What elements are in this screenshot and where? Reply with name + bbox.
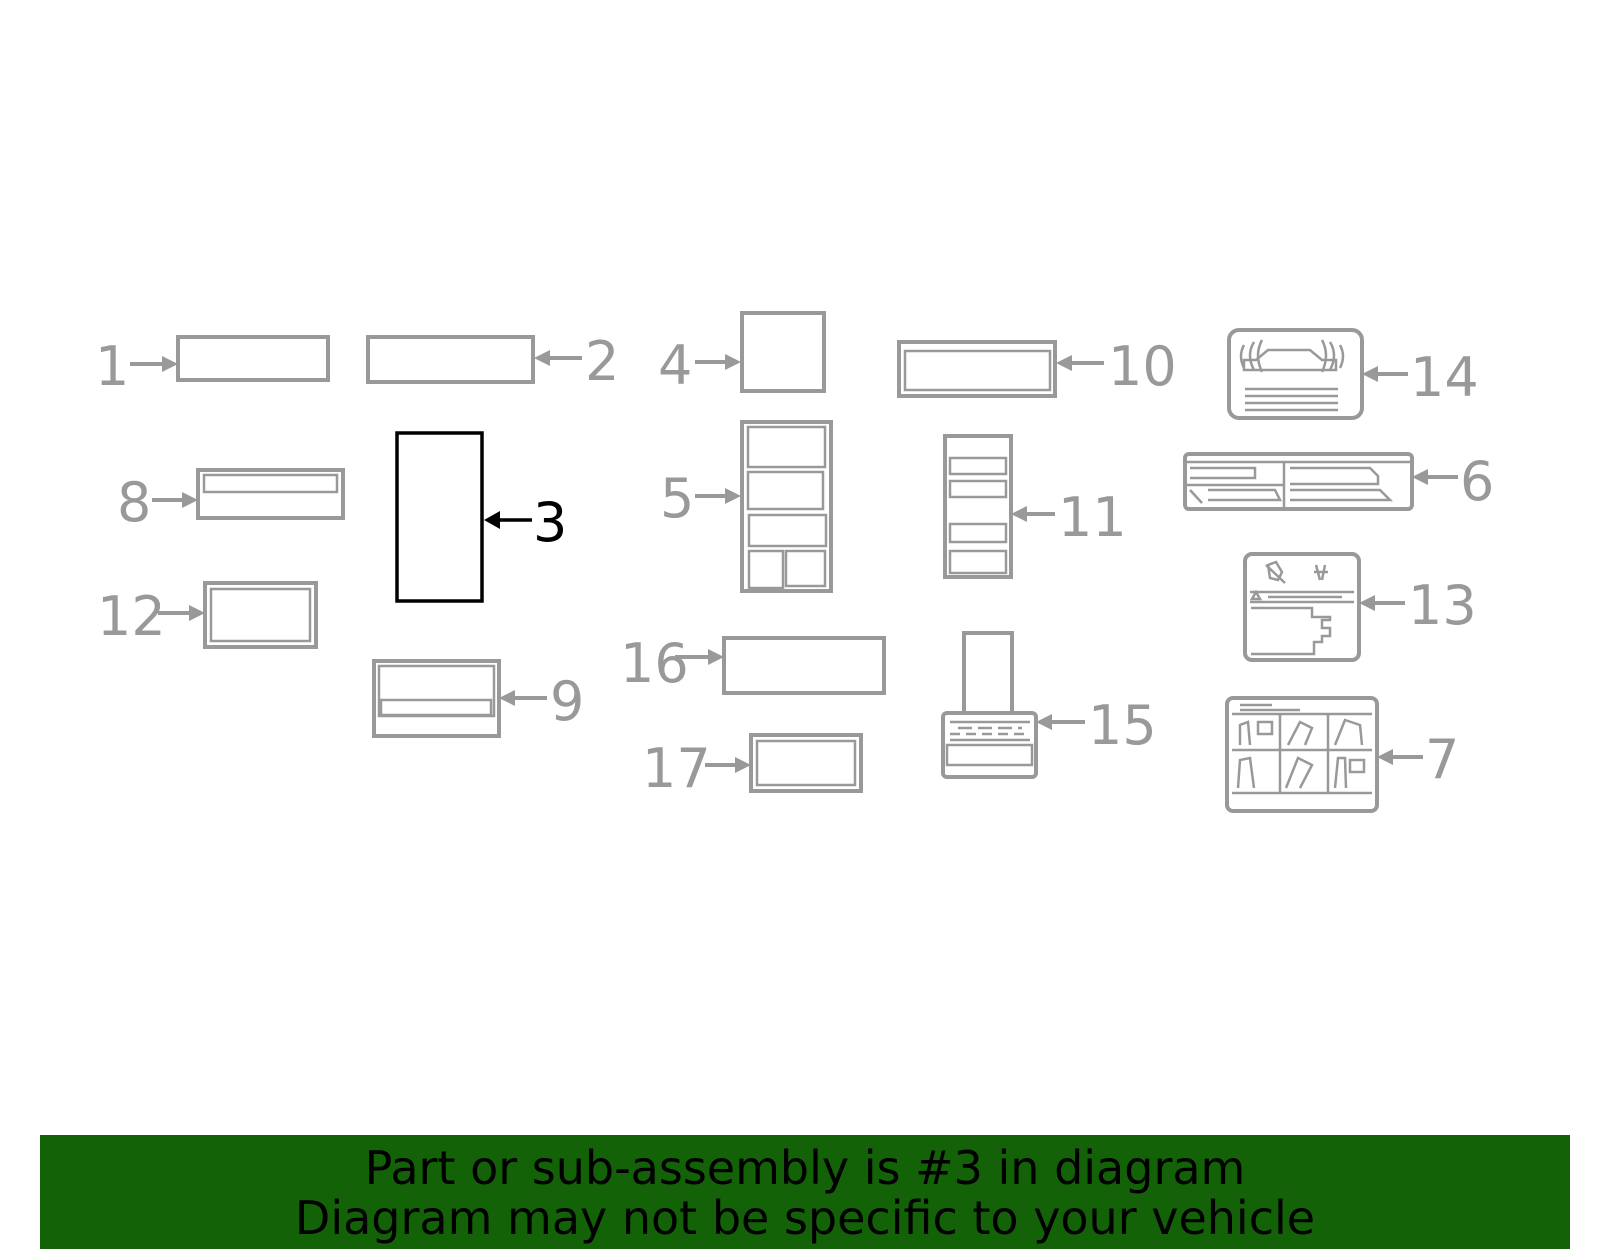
part-1[interactable]: 1 (95, 335, 330, 398)
callout-label-1: 1 (95, 335, 129, 398)
callout-label-12: 12 (97, 585, 166, 648)
callout-label-5: 5 (660, 467, 694, 530)
part-11[interactable]: 11 (943, 434, 1127, 579)
callout-label-15: 15 (1088, 694, 1157, 757)
callout-label-13: 13 (1408, 574, 1477, 637)
part-14[interactable]: 14 (1227, 328, 1479, 420)
part-15[interactable]: 15 (941, 631, 1157, 779)
callout-label-14: 14 (1410, 346, 1479, 409)
part-16[interactable]: 16 (620, 632, 886, 695)
callout-label-16: 16 (620, 632, 689, 695)
part-8[interactable]: 8 (117, 468, 345, 534)
banner-line-disclaimer: Diagram may not be specific to your vehi… (294, 1191, 1316, 1245)
banner-line-part: Part or sub-assembly is #3 in diagram (364, 1141, 1246, 1195)
part-10[interactable]: 10 (897, 335, 1177, 398)
part-2[interactable]: 2 (366, 330, 619, 393)
part-13[interactable]: 13 (1243, 552, 1477, 662)
part-3[interactable]: 3 (395, 431, 567, 603)
callout-label-11: 11 (1058, 486, 1127, 549)
info-banner: Part or sub-assembly is #3 in diagram Di… (40, 1135, 1570, 1249)
part-6[interactable]: 6 (1183, 450, 1494, 513)
part-9[interactable]: 9 (372, 659, 584, 738)
part-4[interactable]: 4 (658, 311, 826, 397)
part-7[interactable]: 7 (1225, 696, 1459, 813)
part-5[interactable]: 5 (660, 420, 833, 593)
part-12[interactable]: 12 (97, 581, 318, 649)
callout-label-6: 6 (1460, 450, 1494, 513)
callout-label-10: 10 (1108, 335, 1177, 398)
callout-label-8: 8 (117, 471, 151, 534)
callout-label-2: 2 (585, 330, 619, 393)
callout-label-7: 7 (1425, 728, 1459, 791)
callout-label-4: 4 (658, 334, 692, 397)
callout-label-17: 17 (642, 737, 711, 800)
part-17[interactable]: 17 (642, 733, 863, 800)
callout-label-3: 3 (533, 491, 567, 554)
callout-label-9: 9 (550, 670, 584, 733)
